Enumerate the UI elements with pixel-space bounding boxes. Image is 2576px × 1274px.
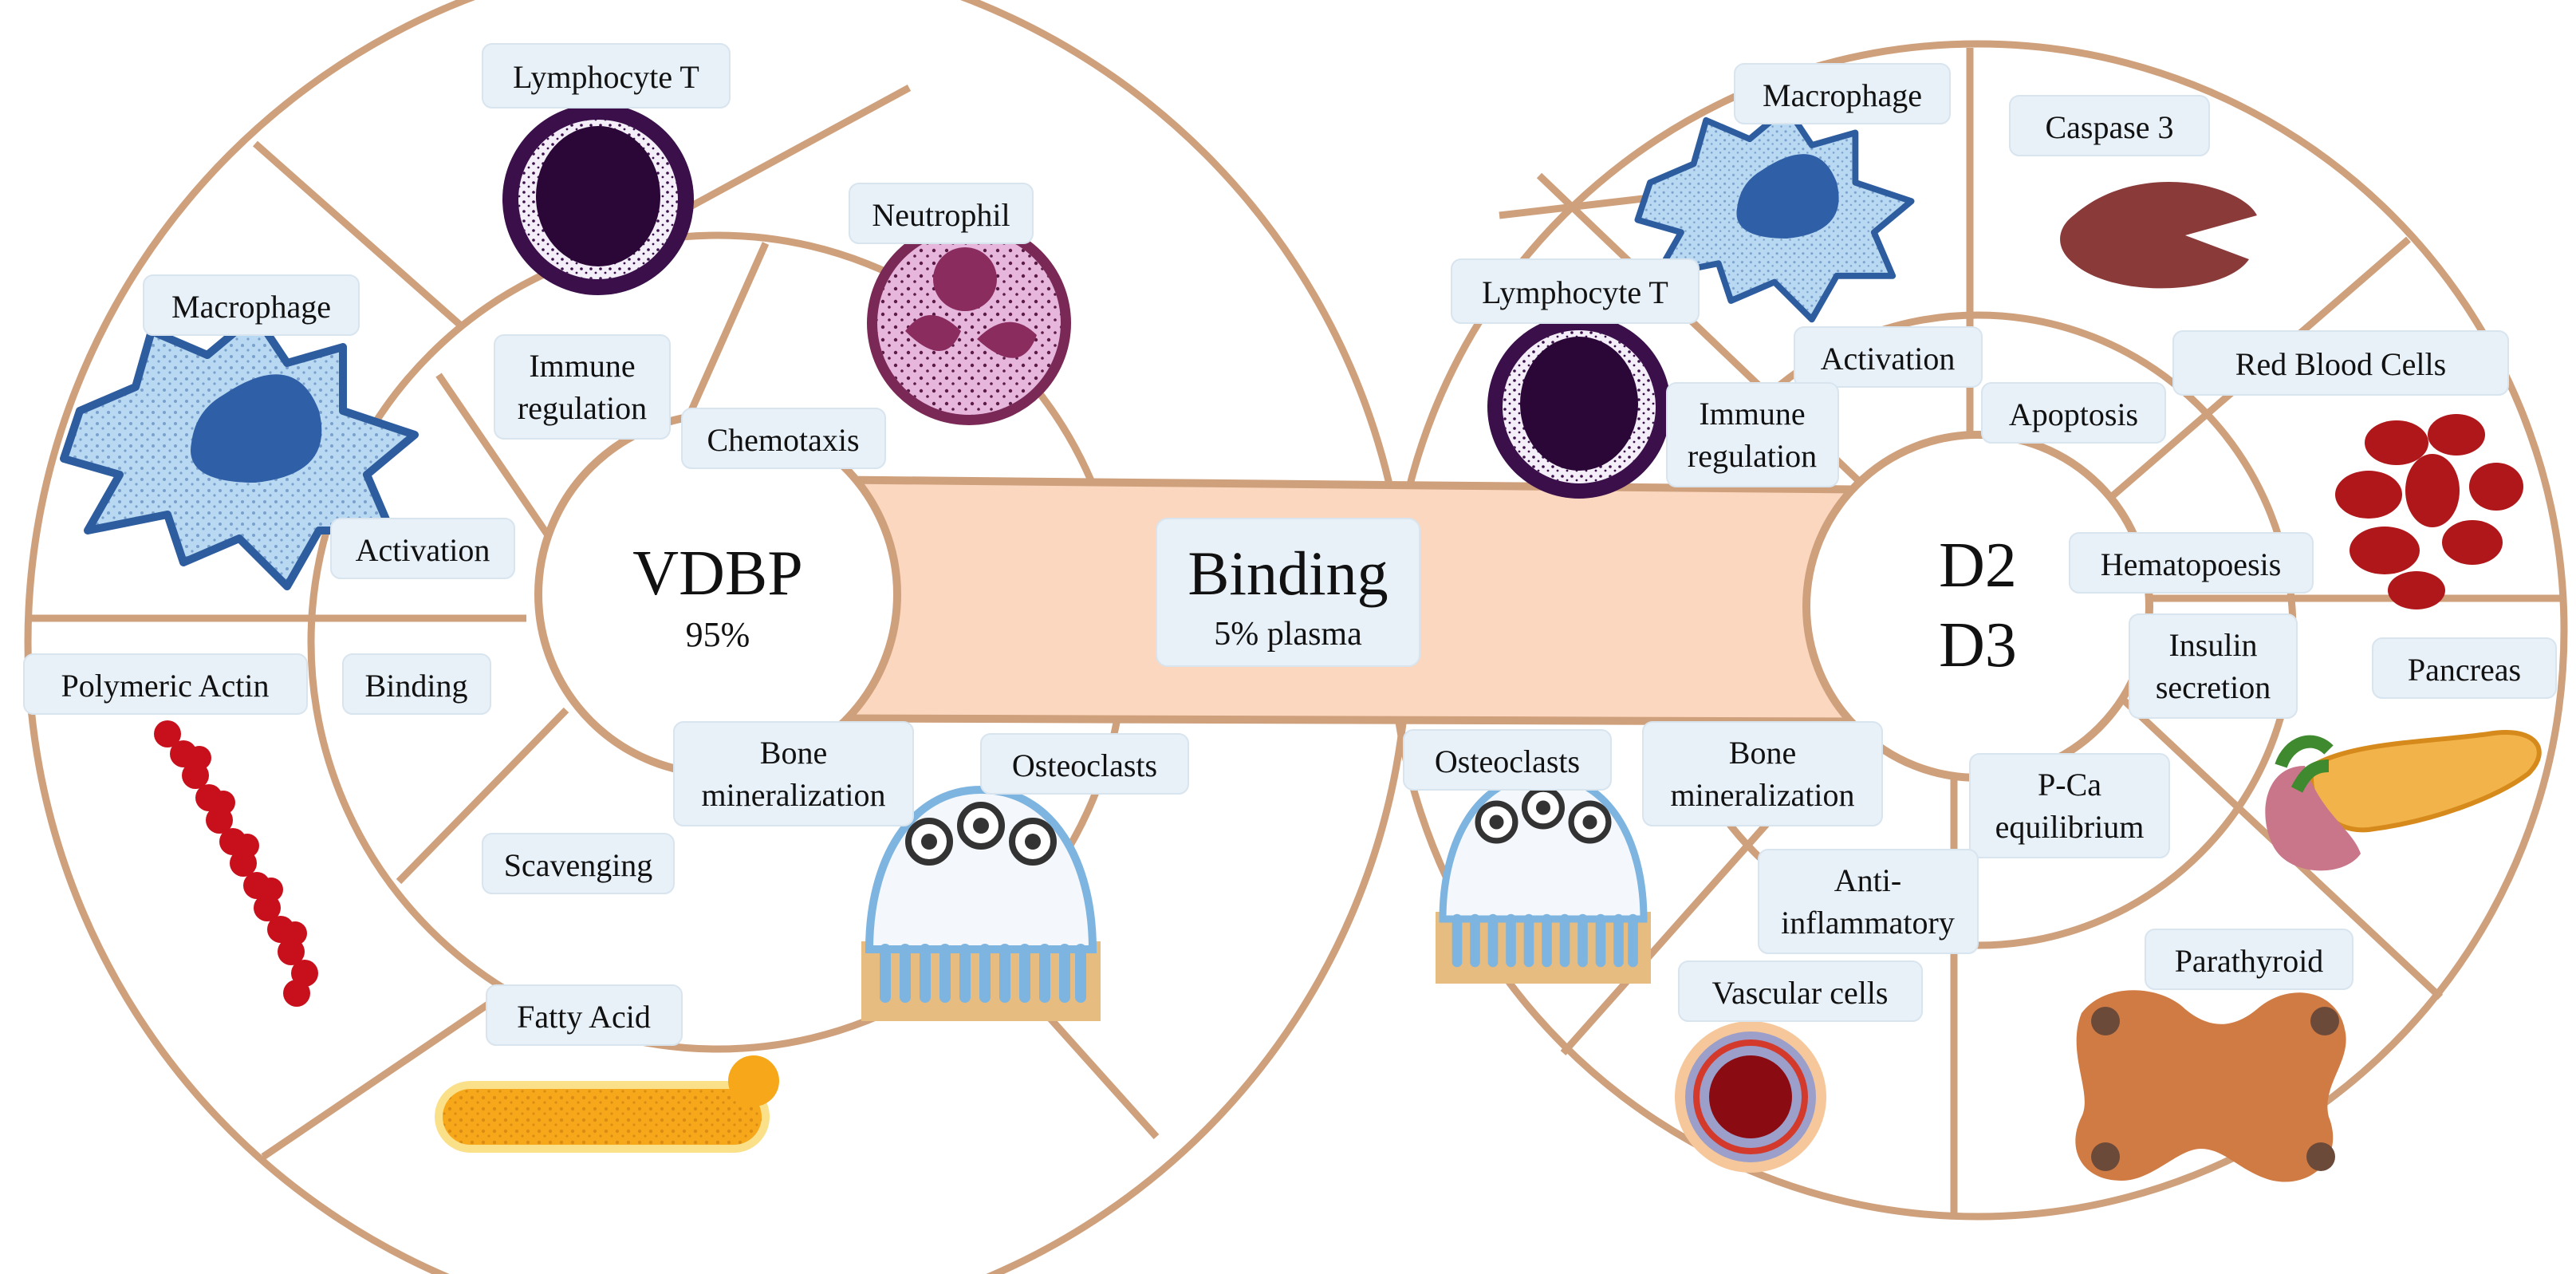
polymeric-actin-icon <box>154 720 318 1007</box>
red-blood-cells-icon <box>2335 414 2523 609</box>
left-spoke <box>396 707 569 885</box>
svg-text:Activation: Activation <box>356 532 490 568</box>
label-parathyroid: Parathyroid <box>2145 929 2353 990</box>
svg-text:Caspase 3: Caspase 3 <box>2045 109 2173 145</box>
osteoclasts-icon <box>1436 771 1651 984</box>
label-macrophage-right: Macrophage <box>1734 63 1951 124</box>
label-lymphocyte-t-left: Lymphocyte T <box>482 43 731 108</box>
vdbp-hub-title: VDBP <box>632 538 802 609</box>
label-osteoclasts-left: Osteoclasts <box>980 733 1189 795</box>
svg-text:Neutrophil: Neutrophil <box>872 197 1010 233</box>
vdbp-hub-subtitle: 95% <box>686 615 750 654</box>
caspase-3-icon <box>2060 182 2257 289</box>
binding-subtitle: 5% plasma <box>1214 616 1362 653</box>
svg-text:Hematopoesis: Hematopoesis <box>2101 546 2282 582</box>
svg-text:Pancreas: Pancreas <box>2408 652 2521 688</box>
lymphocyte-t-icon <box>502 104 694 295</box>
vitamin-d-hub-line1: D2 <box>1939 531 2017 601</box>
vascular-cells-icon <box>1675 1021 1826 1173</box>
svg-text:Chemotaxis: Chemotaxis <box>707 422 859 458</box>
label-polymeric-actin: Polymeric Actin <box>23 653 308 715</box>
label-osteoclasts-right: Osteoclasts <box>1403 729 1612 791</box>
svg-text:equilibrium: equilibrium <box>1995 809 2145 845</box>
label-binding-left: Binding <box>342 653 491 715</box>
label-neutrophil: Neutrophil <box>849 183 1034 244</box>
svg-text:Immune: Immune <box>1699 396 1805 432</box>
macrophage-icon <box>1634 105 1915 323</box>
svg-text:Immune: Immune <box>529 348 635 384</box>
svg-text:Osteoclasts: Osteoclasts <box>1012 747 1157 783</box>
label-vascular-cells: Vascular cells <box>1678 960 1923 1022</box>
svg-text:Scavenging: Scavenging <box>504 847 653 883</box>
svg-text:P-Ca: P-Ca <box>2038 767 2101 803</box>
neutrophil-icon <box>867 221 1071 425</box>
svg-text:Activation: Activation <box>1821 341 1956 377</box>
svg-text:Lymphocyte T: Lymphocyte T <box>1482 274 1668 310</box>
svg-text:regulation: regulation <box>1688 438 1817 474</box>
label-bone-mineralization-right: Bone mineralization <box>1642 721 1883 826</box>
svg-text:Parathyroid: Parathyroid <box>2175 943 2324 979</box>
vitamin-d-hub: D2 D3 <box>1802 431 2153 782</box>
label-red-blood-cells: Red Blood Cells <box>2172 330 2509 396</box>
svg-text:Osteoclasts: Osteoclasts <box>1435 743 1580 779</box>
label-activation-right: Activation <box>1794 326 1983 388</box>
label-immune-regulation-right: Immune regulation <box>1666 382 1839 487</box>
label-apoptosis: Apoptosis <box>1981 382 2166 444</box>
left-spoke <box>261 986 513 1160</box>
parathyroid-icon <box>2075 990 2346 1182</box>
svg-text:regulation: regulation <box>518 390 647 426</box>
svg-text:Binding: Binding <box>365 668 468 704</box>
svg-text:inflammatory: inflammatory <box>1781 905 1955 941</box>
svg-text:Vascular cells: Vascular cells <box>1711 975 1888 1011</box>
svg-text:mineralization: mineralization <box>1670 777 1854 813</box>
label-p-ca-equilibrium: P-Ca equilibrium <box>1969 753 2170 858</box>
svg-text:Red Blood Cells: Red Blood Cells <box>2235 346 2446 382</box>
pancreas-icon <box>2265 730 2542 871</box>
osteoclasts-icon <box>861 785 1101 1021</box>
label-chemotaxis: Chemotaxis <box>681 408 886 469</box>
svg-text:Insulin: Insulin <box>2168 627 2257 663</box>
label-immune-regulation-left: Immune regulation <box>494 334 671 440</box>
svg-text:Bone: Bone <box>760 735 827 771</box>
svg-text:Bone: Bone <box>1729 735 1796 771</box>
label-anti-inflammatory: Anti- inflammatory <box>1758 849 1979 954</box>
label-hematopoesis: Hematopoesis <box>2069 532 2314 594</box>
vitamin-d-hub-line2: D3 <box>1939 610 2017 680</box>
fatty-acid-icon <box>435 1055 779 1153</box>
left-spoke <box>435 373 561 553</box>
label-bone-mineralization-left: Bone mineralization <box>673 721 914 826</box>
svg-text:mineralization: mineralization <box>701 777 885 813</box>
label-caspase-3: Caspase 3 <box>2009 95 2210 156</box>
label-lymphocyte-t-right: Lymphocyte T <box>1451 258 1700 324</box>
svg-text:Anti-: Anti- <box>1834 862 1901 898</box>
svg-text:secretion: secretion <box>2156 669 2271 705</box>
label-activation-left: Activation <box>330 518 515 579</box>
left-spoke <box>253 140 465 330</box>
svg-text:Polymeric Actin: Polymeric Actin <box>61 668 269 704</box>
vdbp-hub: VDBP 95% <box>534 411 901 778</box>
svg-text:Fatty Acid: Fatty Acid <box>517 999 651 1035</box>
svg-text:Macrophage: Macrophage <box>171 289 331 325</box>
svg-text:Macrophage: Macrophage <box>1763 77 1922 113</box>
label-scavenging: Scavenging <box>482 833 675 894</box>
macrophage-icon <box>60 311 419 590</box>
svg-text:Apoptosis: Apoptosis <box>2009 396 2138 432</box>
binding-label: Binding 5% plasma <box>1156 518 1420 667</box>
binding-title: Binding <box>1188 538 1388 608</box>
binding-label-box <box>1156 518 1420 667</box>
label-pancreas: Pancreas <box>2372 637 2557 699</box>
svg-text:Lymphocyte T: Lymphocyte T <box>513 59 699 95</box>
lymphocyte-t-icon <box>1487 315 1671 499</box>
label-insulin-secretion: Insulin secretion <box>2129 613 2298 719</box>
label-macrophage-left: Macrophage <box>143 274 360 336</box>
label-fatty-acid: Fatty Acid <box>486 984 683 1046</box>
